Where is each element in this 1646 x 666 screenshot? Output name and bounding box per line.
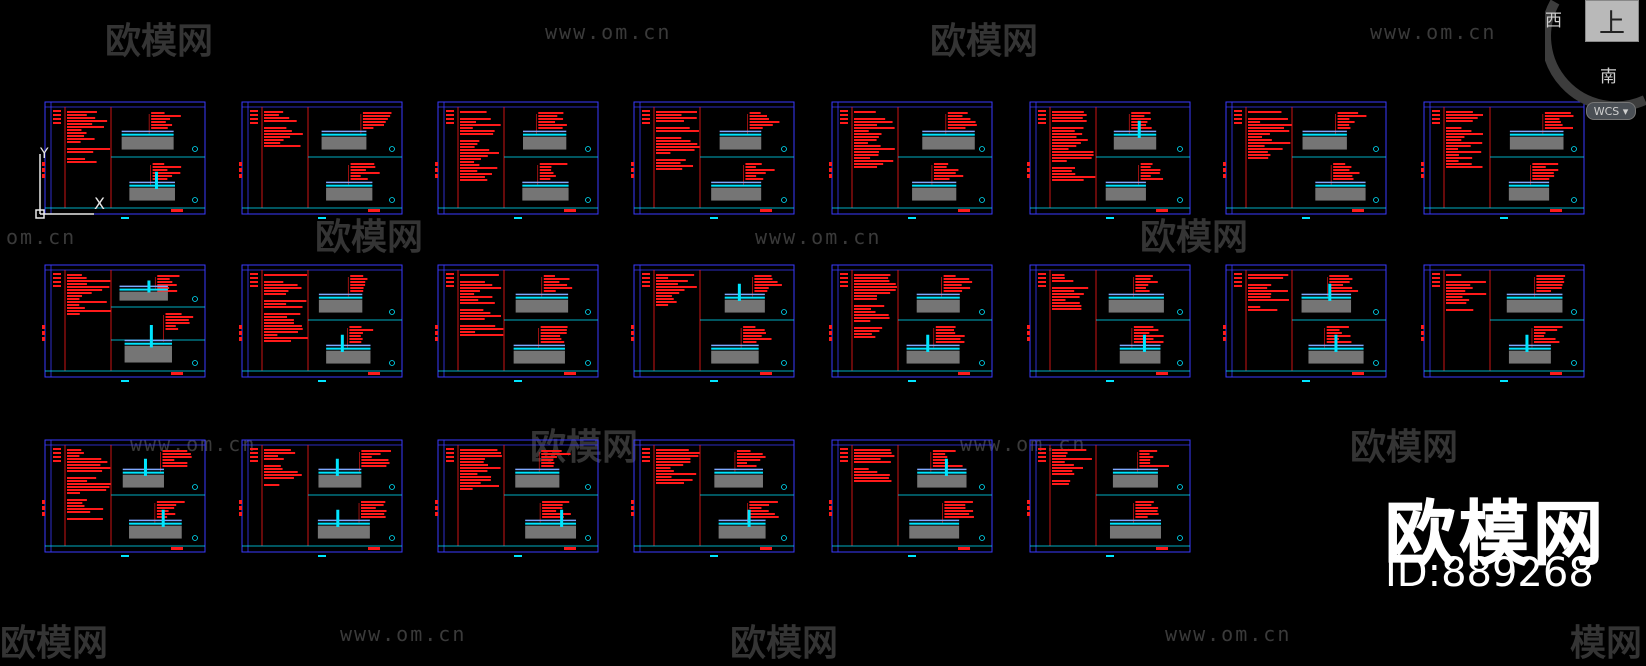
drawing-sheet[interactable] [829, 439, 993, 557]
drawing-sheet[interactable] [631, 439, 795, 557]
viewcube-west-label[interactable]: 西 [1545, 11, 1562, 31]
viewcube-top-face[interactable]: 上 [1585, 0, 1639, 42]
watermark-logo: 欧模网 [1140, 217, 1249, 258]
watermark-url: www.om.cn [755, 225, 882, 249]
drawing-sheet[interactable] [42, 439, 206, 557]
drawing-sheet[interactable] [239, 264, 403, 382]
drawing-sheet[interactable] [435, 439, 599, 557]
watermark-url: www.om.cn [545, 20, 672, 44]
drawing-sheet[interactable] [1027, 439, 1191, 557]
ucs-y-label: Y [40, 146, 49, 162]
drawing-sheet[interactable] [42, 101, 206, 219]
watermark-url: om.cn [6, 225, 77, 249]
wcs-label: WCS [1593, 104, 1620, 118]
drawing-sheet[interactable] [239, 439, 403, 557]
watermark-logo: 欧模网 [1350, 427, 1459, 468]
brand-id: ID:889268 [1385, 550, 1594, 596]
drawing-sheet[interactable] [631, 101, 795, 219]
drawing-sheet[interactable] [1027, 264, 1191, 382]
viewcube-south-label[interactable]: 南 [1600, 67, 1617, 87]
drawing-sheet[interactable] [1223, 101, 1387, 219]
drawing-sheet[interactable] [1223, 264, 1387, 382]
drawing-sheet[interactable] [1027, 101, 1191, 219]
watermark-logo: 欧模网 [315, 217, 424, 258]
watermark-logo: 欧模网 [530, 427, 639, 468]
watermark-logo: 欧模网 [105, 21, 214, 62]
watermark-logo: 欧模网 [930, 21, 1039, 62]
watermark-url: www.om.cn [1370, 20, 1497, 44]
wcs-dropdown[interactable]: WCS ▾ [1586, 102, 1636, 120]
drawing-sheet[interactable] [239, 101, 403, 219]
drawing-sheet[interactable] [42, 264, 206, 382]
watermark-url: www.om.cn [340, 622, 467, 646]
drawing-sheet[interactable] [1421, 101, 1585, 219]
drawing-sheet[interactable] [435, 264, 599, 382]
drawing-sheet[interactable] [435, 101, 599, 219]
watermark-url: www.om.cn [130, 432, 257, 456]
drawing-sheet[interactable] [1421, 264, 1585, 382]
ucs-x-label: X [94, 194, 105, 213]
watermark-url: www.om.cn [1165, 622, 1292, 646]
drawing-sheet[interactable] [631, 264, 795, 382]
drawing-canvas[interactable] [0, 0, 1646, 647]
drawing-sheet[interactable] [829, 264, 993, 382]
brand-logo: 欧模网 [1385, 493, 1607, 576]
drawing-sheet[interactable] [829, 101, 993, 219]
